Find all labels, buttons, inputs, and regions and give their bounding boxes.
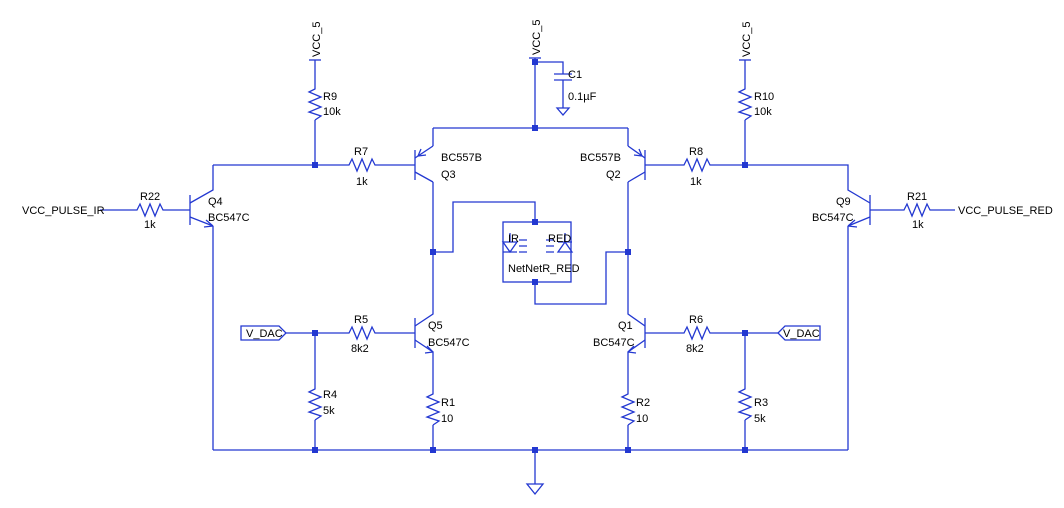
r6-value: 8k2: [686, 343, 704, 355]
q5-name: Q5: [428, 320, 443, 332]
transistor-q2: BC557B Q2: [580, 145, 646, 183]
resistor-r3: R3 5k: [737, 385, 768, 425]
transistor-q5: Q5 BC547C: [414, 310, 470, 356]
resistor-r22: R22 1k: [133, 191, 165, 231]
r22-name: R22: [140, 191, 160, 203]
net-label-pulse-red: VCC_PULSE_RED: [958, 205, 1053, 217]
led-ir-label: IR: [508, 233, 519, 245]
resistor-r7: R7 1k: [345, 146, 377, 188]
q9-name: Q9: [836, 196, 851, 208]
svg-text:VCC_PULSE_RED: VCC_PULSE_RED: [958, 205, 1053, 217]
r2-value: 10: [636, 413, 648, 425]
led-red-label: RED: [548, 233, 571, 245]
resistor-r2: R2 10: [620, 390, 650, 426]
vcc-flag-left: VCC_5: [309, 22, 323, 61]
resistor-r6: R6 8k2: [680, 314, 712, 355]
resistor-r9: R9 10k: [307, 85, 341, 121]
transistor-q1: Q1 BC547C: [593, 310, 646, 356]
r7-value: 1k: [356, 176, 368, 188]
r9-value: 10k: [323, 106, 341, 118]
ground-symbol-main: [525, 483, 545, 496]
r6-name: R6: [689, 314, 703, 326]
resistor-r1: R1 10: [425, 390, 455, 426]
r7-name: R7: [354, 146, 368, 158]
q3-model: BC557B: [441, 152, 482, 164]
c1-name: C1: [568, 69, 582, 81]
q1-model: BC547C: [593, 337, 635, 349]
resistor-r10: R10 10k: [737, 85, 774, 121]
q5-model: BC547C: [428, 337, 470, 349]
r1-name: R1: [441, 397, 455, 409]
svg-text:VCC_5: VCC_5: [531, 20, 543, 55]
net-label-vdac-left: V_DAC: [240, 325, 287, 341]
r9-name: R9: [323, 91, 337, 103]
r21-value: 1k: [912, 219, 924, 231]
resistor-r4: R4 5k: [307, 385, 337, 421]
svg-text:VCC_5: VCC_5: [741, 22, 753, 57]
svg-text:VCC_5: VCC_5: [311, 22, 323, 57]
q3-name: Q3: [441, 169, 456, 181]
r4-value: 5k: [323, 405, 335, 417]
r22-value: 1k: [144, 219, 156, 231]
q4-name: Q4: [208, 196, 223, 208]
svg-text:V_DAC: V_DAC: [246, 328, 283, 340]
svg-text:VCC_PULSE_IR: VCC_PULSE_IR: [22, 205, 105, 217]
svg-text:V_DAC: V_DAC: [783, 328, 820, 340]
r2-name: R2: [636, 397, 650, 409]
c1-value: 0.1µF: [568, 91, 597, 103]
transistor-q9: Q9 BC547C: [812, 180, 871, 228]
junction-dots: [312, 59, 748, 453]
r10-value: 10k: [754, 106, 772, 118]
resistor-r21: R21 1k: [900, 191, 932, 231]
r3-name: R3: [754, 397, 768, 409]
net-label-vdac-right: V_DAC: [777, 325, 821, 341]
led-module: IR RED NetNetR_RED: [501, 221, 580, 283]
r5-value: 8k2: [351, 343, 369, 355]
resistor-r5: R5 8k2: [345, 314, 377, 355]
transistor-q4: Q4 BC547C: [189, 180, 250, 228]
capacitor-c1: C1 0.1µF: [554, 69, 597, 103]
q9-model: BC547C: [812, 212, 854, 224]
vcc-flag-center: VCC_5: [529, 20, 543, 59]
transistor-q3: BC557B Q3: [414, 145, 482, 183]
q1-name: Q1: [618, 320, 633, 332]
net-label-pulse-ir: VCC_PULSE_IR: [22, 205, 105, 217]
r21-name: R21: [907, 191, 927, 203]
r3-value: 5k: [754, 413, 766, 425]
r1-value: 10: [441, 413, 453, 425]
q2-model: BC557B: [580, 152, 621, 164]
r8-name: R8: [689, 146, 703, 158]
vcc-flag-right: VCC_5: [739, 22, 753, 61]
r5-name: R5: [354, 314, 368, 326]
q2-name: Q2: [606, 169, 621, 181]
r4-name: R4: [323, 389, 337, 401]
r8-value: 1k: [690, 176, 702, 188]
ground-symbol-c1: [555, 107, 571, 116]
resistor-r8: R8 1k: [680, 146, 712, 188]
led-net-label: NetNetR_RED: [508, 263, 580, 275]
q4-model: BC547C: [208, 212, 250, 224]
r10-name: R10: [754, 91, 774, 103]
